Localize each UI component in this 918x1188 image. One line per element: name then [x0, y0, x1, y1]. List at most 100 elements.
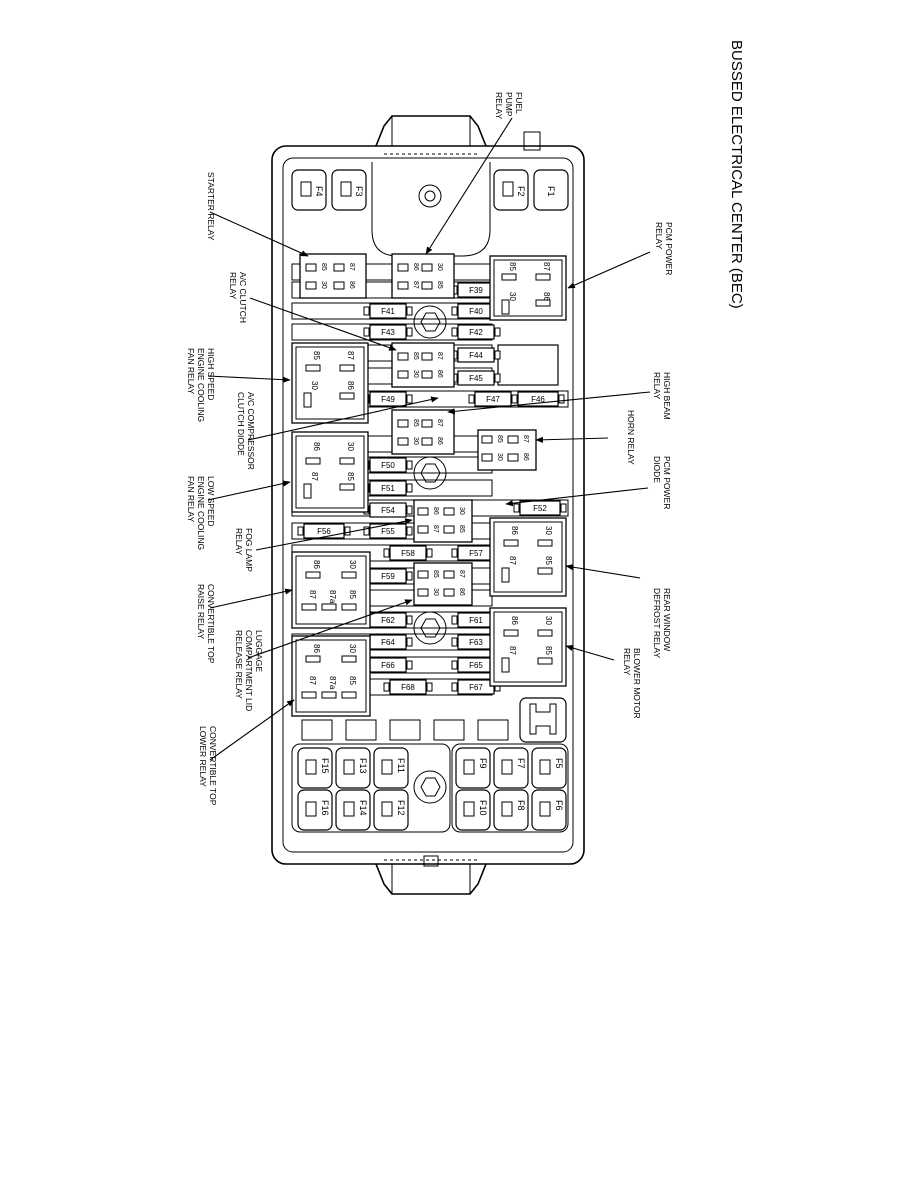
- callout-text: RELEASE RELAY: [234, 630, 244, 699]
- pin-label: 30: [412, 370, 419, 378]
- mini-fuse-f44: F44: [451, 347, 501, 363]
- fuse-label: F15: [320, 758, 330, 774]
- mini-fuse-f59: F59: [363, 568, 413, 584]
- pin-label: 30: [346, 442, 355, 451]
- mini-fuse-f49: F49: [363, 391, 413, 407]
- callout-text: A/C COMPRESSOR: [246, 392, 256, 470]
- mini-fuse-f67: F67: [451, 679, 501, 695]
- stud-bolt-icon: [413, 305, 447, 339]
- pin-label: 87: [436, 419, 443, 427]
- fuse-label: F64: [381, 638, 395, 647]
- fuse-label: F46: [531, 395, 545, 404]
- svg-text:F2: F2: [516, 186, 526, 197]
- mini-fuse-f52: F52: [513, 500, 567, 516]
- fuse-label: F42: [469, 328, 483, 337]
- pin-label: 30: [544, 616, 553, 625]
- pin-label: 85: [458, 525, 465, 533]
- maxi-fuse-f8: F8: [493, 789, 529, 831]
- pin-label: 86: [510, 616, 519, 625]
- callout-text: ENGINE COOLING: [196, 348, 206, 422]
- mini-fuse-f47: F47: [468, 391, 518, 407]
- pin-label: 30: [348, 644, 357, 653]
- fuse-label: F9: [478, 758, 488, 769]
- maxi-block-right: [451, 743, 569, 833]
- pin-label: 85: [544, 646, 553, 655]
- callout-text: PCM POWER: [662, 456, 672, 509]
- fuse-label: F66: [381, 661, 395, 670]
- mini-fuse-f58: F58: [383, 545, 433, 561]
- stud-bolt-icon: [413, 770, 447, 804]
- fuse-label: F16: [320, 800, 330, 816]
- callout-text: RELAY: [652, 372, 662, 400]
- svg-text:F4: F4: [314, 186, 324, 197]
- mini-fuse-f42: F42: [451, 324, 501, 340]
- svg-text:F3: F3: [354, 186, 364, 197]
- callout-text: DEFROST RELAY: [652, 588, 662, 658]
- mini-fuse-f50: F50: [363, 457, 413, 473]
- pin-label: 87: [432, 525, 439, 533]
- callout-text: PUMP: [504, 92, 514, 117]
- pin-label: 30: [496, 453, 503, 461]
- callout-text: COMPARTMENT LID: [244, 630, 254, 711]
- fuse-label: F47: [486, 395, 500, 404]
- fuse-label: F39: [469, 286, 483, 295]
- pin-label: 86: [348, 281, 355, 289]
- callout-text: RELAY: [654, 222, 664, 250]
- maxi-fuse-f7: F7: [493, 747, 529, 789]
- mini-fuse-f45: F45: [451, 370, 501, 386]
- maxi-fuse-f15: F15: [297, 747, 333, 789]
- fuse-label: F61: [469, 616, 483, 625]
- pin-label: 85: [508, 262, 517, 271]
- mini-fuse-f56: F56: [297, 523, 351, 539]
- maxi-fuse-f11: F11: [373, 747, 409, 789]
- callout-text: A/C CLUTCH: [238, 272, 248, 323]
- fuse-label: F44: [469, 351, 483, 360]
- fuse-label: F55: [381, 527, 395, 536]
- pin-label: 85: [348, 676, 357, 685]
- pin-label: 30: [436, 263, 443, 271]
- callout-text: CONVERTIBLE TOP: [206, 584, 216, 664]
- pin-label: 87: [308, 590, 317, 599]
- fuse-label: F50: [381, 461, 395, 470]
- mini-fuse-f46: F46: [511, 391, 565, 407]
- mini-fuse-f66: F66: [363, 657, 413, 673]
- callout-starter-relay: STARTER RELAY: [206, 172, 309, 257]
- callout-text: CLUTCH DIODE: [236, 392, 246, 456]
- maxi-fuse-f13: F13: [335, 747, 371, 789]
- callout-text: RELAY: [228, 272, 238, 300]
- fuse-label: F62: [381, 616, 395, 625]
- pin-label: 30: [320, 281, 327, 289]
- fuse-label: F13: [358, 758, 368, 774]
- pin-label: 85: [544, 556, 553, 565]
- callout-text: PCM POWER: [664, 222, 674, 275]
- fuse-label: F57: [469, 549, 483, 558]
- pin-label: 85: [320, 263, 327, 271]
- mini-fuse-f68: F68: [383, 679, 433, 695]
- pin-label: 30: [412, 437, 419, 445]
- callout-text: LOWER RELAY: [198, 726, 208, 787]
- pin-label: 85: [436, 281, 443, 289]
- fuse-label: F59: [381, 572, 395, 581]
- pin-label: 86: [312, 442, 321, 451]
